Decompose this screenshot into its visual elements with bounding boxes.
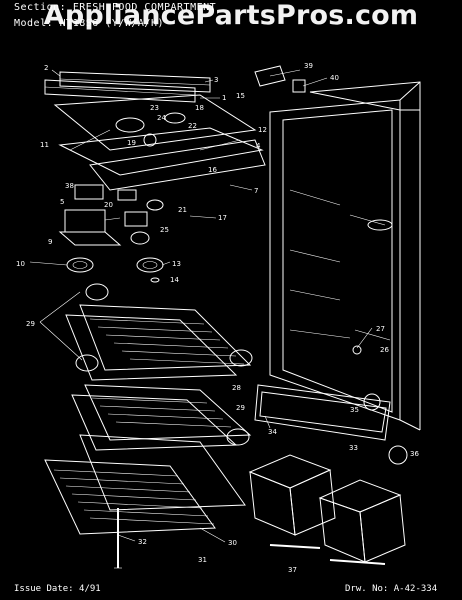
callout-28: 28	[232, 384, 241, 392]
section-label: Section:	[14, 2, 67, 13]
model-value: NT18S6 (Y/W/A/H)	[59, 18, 164, 29]
part-small-hardware	[254, 65, 408, 465]
callout-37: 37	[288, 566, 297, 574]
section-line: Section: FRESH FOOD COMPARTMENT	[14, 2, 216, 13]
callout-29b: 29	[236, 404, 245, 412]
part-glides	[269, 544, 386, 565]
callout-33: 33	[349, 444, 358, 452]
callout-35: 35	[350, 406, 359, 414]
callout-13: 13	[172, 260, 181, 268]
issue-date: Issue Date: 4/91	[14, 584, 101, 594]
callout-5: 5	[60, 198, 64, 206]
callout-38: 38	[65, 182, 74, 190]
part-thermostat-assembly	[58, 184, 164, 246]
callout-18: 18	[195, 104, 204, 112]
callout-16: 16	[208, 166, 217, 174]
callout-10: 10	[16, 260, 25, 268]
callout-30: 30	[228, 539, 237, 547]
callout-14: 14	[170, 276, 179, 284]
model-label: Model:	[14, 18, 54, 29]
part-rod	[114, 508, 122, 569]
callout-11: 11	[40, 141, 49, 149]
part-control-housing	[53, 94, 266, 191]
callout-27: 27	[376, 325, 385, 333]
part-shelf-upper	[65, 283, 253, 381]
callout-7: 7	[254, 187, 258, 195]
part-shelf-middle	[71, 384, 252, 451]
callout-23: 23	[150, 104, 159, 112]
callout-34: 34	[268, 428, 277, 436]
callout-25: 25	[160, 226, 169, 234]
callout-2: 2	[44, 64, 48, 72]
callout-22: 22	[188, 122, 197, 130]
callout-4: 4	[256, 142, 261, 150]
section-value: FRESH FOOD COMPARTMENT	[72, 2, 217, 13]
watermark: AppliancePartsPros.com	[43, 0, 419, 31]
leader-lines	[29, 69, 373, 543]
callout-19: 19	[127, 139, 136, 147]
model-line: Model: NT18S6 (Y/W/A/H)	[14, 18, 164, 29]
part-crisper-drawer-left	[248, 454, 336, 536]
callout-1: 1	[222, 94, 226, 102]
callout-40: 40	[330, 74, 339, 82]
callout-26: 26	[380, 346, 389, 354]
callout-9: 9	[48, 238, 52, 246]
part-control-strip	[44, 71, 211, 103]
callout-3: 3	[214, 76, 218, 84]
callout-21: 21	[178, 206, 187, 214]
callout-31: 31	[198, 556, 207, 564]
callout-36: 36	[410, 450, 419, 458]
callout-17: 17	[218, 214, 227, 222]
callout-29: 29	[26, 320, 35, 328]
part-crisper-drawer-right	[318, 479, 406, 563]
callout-12: 12	[258, 126, 267, 134]
drawing-number: Drw. No: A-42-334	[345, 584, 438, 594]
callout-39: 39	[304, 62, 313, 70]
callout-15: 15	[236, 92, 245, 100]
callout-labels: 2 3 1 24 22 18 23 11 19 38 5 20 9 21 25 …	[16, 62, 419, 574]
callout-20: 20	[104, 201, 113, 209]
part-cabinet-liner	[269, 81, 421, 431]
part-shelf-lower	[44, 434, 246, 535]
part-knobs	[66, 257, 164, 283]
callout-24: 24	[157, 114, 166, 122]
part-crisper-cover	[254, 384, 391, 441]
callout-32: 32	[138, 538, 147, 546]
